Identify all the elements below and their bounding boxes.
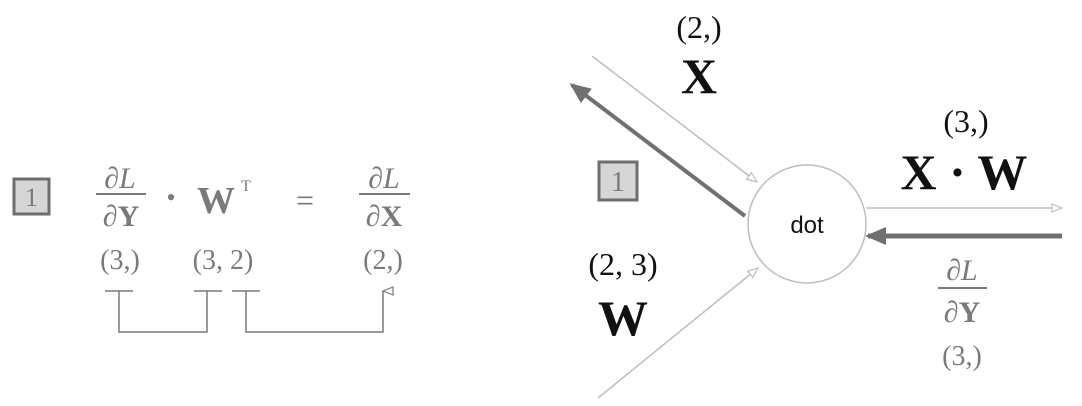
- upstream-denominator: ∂Y: [944, 296, 981, 329]
- dot-node-label: dot: [790, 212, 824, 239]
- step-badge-right-label: 1: [611, 167, 625, 198]
- input-x-shape: (2,): [676, 9, 721, 45]
- denominator-dY: ∂Y: [103, 200, 140, 233]
- input-w-name: W: [598, 290, 648, 346]
- numerator-dL-result: ∂L: [368, 162, 400, 195]
- input-w-shape: (2, 3): [588, 246, 657, 282]
- equals-sign: =: [296, 182, 314, 218]
- edge-x-forward: [591, 55, 757, 182]
- fraction-dL-dY: ∂L ∂Y: [96, 162, 146, 233]
- weight-W: W: [197, 180, 235, 222]
- computation-graph: dot 1 (2,) X (2, 3) W (3,) X · W ∂L ∂Y (…: [569, 9, 1062, 399]
- shape-dLdX: (2,): [363, 245, 403, 276]
- fraction-dL-dX: ∂L ∂X: [359, 162, 410, 233]
- input-x-name: X: [681, 48, 717, 104]
- edge-x-gradient: [569, 83, 747, 218]
- upstream-numerator: ∂L: [946, 254, 978, 287]
- upstream-gradient-label: ∂L ∂Y (3,): [938, 254, 987, 372]
- output-name: X · W: [901, 144, 1028, 200]
- shape-dLdY: (3,): [100, 245, 140, 276]
- shape-WT: (3, 2): [193, 245, 254, 276]
- step-badge-right: 1: [597, 160, 639, 202]
- dimension-bracket-outer: [232, 291, 383, 333]
- denominator-dX: ∂X: [366, 200, 403, 233]
- step-badge-left-label: 1: [25, 183, 38, 212]
- numerator-dL: ∂L: [104, 162, 136, 195]
- output-shape: (3,): [943, 103, 988, 139]
- dot-node: dot: [747, 164, 867, 284]
- edge-w-forward: [597, 268, 758, 399]
- dimension-bracket-inner: [105, 290, 222, 333]
- step-badge-left: 1: [12, 177, 51, 216]
- upstream-shape: (3,): [942, 341, 982, 372]
- equation-panel: 1 ∂L ∂Y • W T = ∂L ∂X (3,) (3, 2) (2,): [12, 162, 410, 333]
- transpose-superscript: T: [241, 178, 251, 195]
- dot-operator: •: [166, 183, 175, 212]
